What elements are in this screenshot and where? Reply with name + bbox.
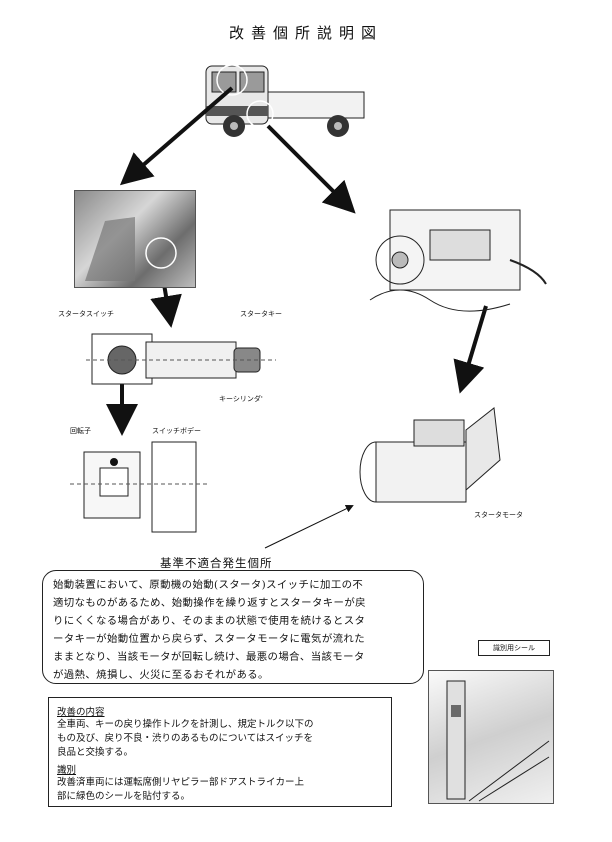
page-title: 改善個所説明図 (228, 24, 383, 42)
key-cylinder-label: キーシリンダ' (219, 395, 263, 403)
identification-text: 改善済車両には運転席側リヤピラー部ドアストライカー上 部に緑色のシールを貼付する… (57, 777, 305, 802)
truck-illustration (205, 64, 365, 137)
cab-interior-photo (74, 190, 196, 288)
starter-switch-label: スタータスイッチ (58, 310, 114, 318)
defect-description: 始動装置において、原動機の始動(スタータ)スイッチに加工の不 適切なものがあるた… (53, 579, 366, 681)
improvement-box: 改善の内容 全車両、キーの戻り操作トルクを計測し、規定トルク以下の もの及び、戻… (48, 697, 392, 807)
engine-illustration (369, 209, 547, 312)
door-pillar-illustration (428, 670, 554, 804)
switch-body-label: スイッチボデー (152, 427, 201, 435)
defect-heading: 基準不適合発生個所 (160, 556, 273, 570)
starter-motor-illustration (359, 407, 501, 503)
identification-heading: 識別 (57, 765, 77, 776)
id-seal-label: 識別用シール (478, 640, 550, 656)
starter-switch-diagram (86, 333, 276, 385)
improvement-heading: 改善の内容 (57, 707, 105, 718)
starter-motor-label: スタータモータ (474, 511, 523, 519)
starter-key-label: スタータキー (240, 310, 282, 318)
rotor-switchbody-diagram (70, 441, 210, 533)
defect-description-box: 始動装置において、原動機の始動(スタータ)スイッチに加工の不 適切なものがあるた… (42, 570, 424, 684)
rotor-label: 回転子 (70, 427, 91, 435)
improvement-text: 全車両、キーの戻り操作トルクを計測し、規定トルク以下の もの及び、戻り不良・渋り… (57, 719, 314, 758)
